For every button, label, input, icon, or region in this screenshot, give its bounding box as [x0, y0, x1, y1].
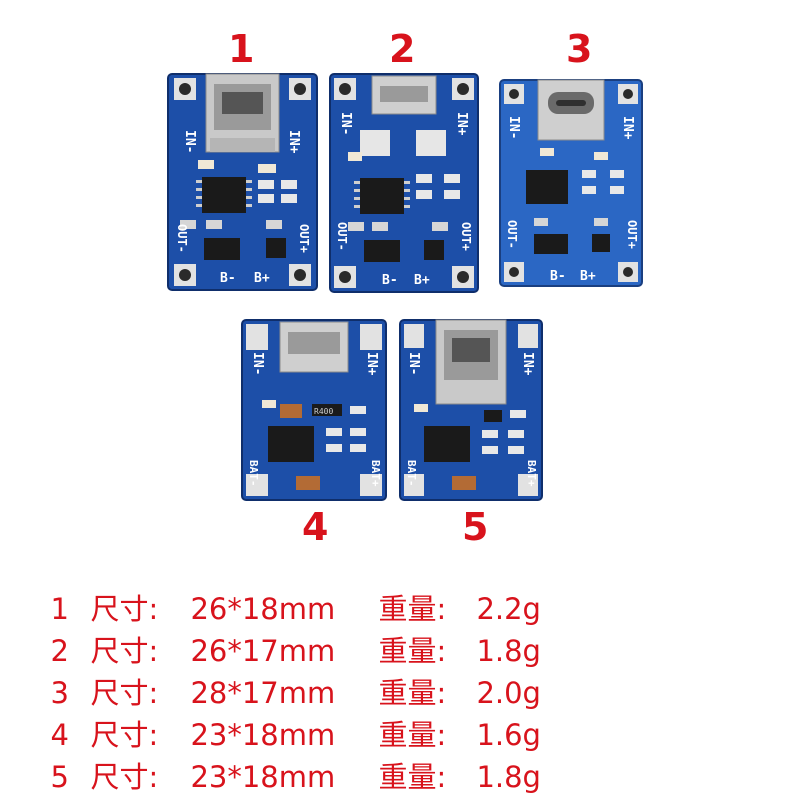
spec-weight-value: 1.6g	[476, 718, 541, 752]
spec-weight-label: 重量:	[378, 760, 447, 794]
spec-line-3: 3 尺寸: 28*17mm 重量: 2.0g	[32, 650, 541, 708]
spec-index: 3	[50, 676, 69, 710]
spec-size-label: 尺寸:	[90, 760, 159, 794]
board-2-label-out-minus: OUT-	[335, 222, 349, 251]
spec-index: 2	[50, 634, 69, 668]
board-number-4: 4	[302, 505, 329, 549]
board-3-label-in-plus: IN+	[620, 116, 635, 140]
board-4-photo: IN- IN+ R400 BAT- BAT+	[240, 318, 388, 502]
board-3-pcb: IN- IN+ OUT- OUT+ B- B+	[499, 79, 643, 287]
spec-size-label: 尺寸:	[90, 718, 159, 752]
spec-weight-value: 1.8g	[476, 634, 541, 668]
spec-line-4: 4 尺寸: 23*18mm 重量: 1.6g	[32, 692, 541, 750]
board-2-label-in-plus: IN+	[454, 112, 469, 136]
board-3-label-in-minus: IN-	[506, 116, 521, 139]
spec-size-value: 28*17mm	[190, 676, 336, 710]
spec-weight-label: 重量:	[378, 634, 447, 668]
board-5-label-bat-minus: BAT-	[405, 460, 418, 487]
spec-size-label: 尺寸:	[90, 676, 159, 710]
spec-weight-value: 2.2g	[476, 592, 541, 626]
board-2-label-b-plus: B+	[414, 273, 430, 288]
board-2-photo: IN- IN+ OUT- OUT+ B- B+	[328, 72, 480, 294]
spec-line-5: 5 尺寸: 23*18mm 重量: 1.8g	[32, 734, 541, 792]
board-4-label-bat-minus: BAT-	[247, 460, 260, 487]
board-1-pcb: IN- IN+ OUT- OUT+ B- B+	[167, 73, 318, 291]
board-1-label-in-plus: IN+	[286, 130, 301, 154]
board-2-label-in-minus: IN-	[338, 112, 353, 135]
spec-index: 5	[50, 760, 69, 794]
board-4-pcb: IN- IN+ R400 BAT- BAT+	[241, 319, 387, 501]
board-3-label-out-minus: OUT-	[505, 220, 519, 249]
spec-size-label: 尺寸:	[90, 592, 159, 626]
spec-weight-label: 重量:	[378, 718, 447, 752]
board-5-photo: IN- IN+ BAT- BAT+	[398, 318, 544, 502]
spec-size-value: 23*18mm	[190, 760, 336, 794]
board-2-label-out-plus: OUT+	[459, 222, 473, 251]
spec-weight-label: 重量:	[378, 676, 447, 710]
spec-index: 1	[50, 592, 69, 626]
board-4-label-in-plus: IN+	[364, 352, 379, 376]
board-1-label-in-minus: IN-	[182, 130, 197, 153]
board-1-photo: IN- IN+ OUT- OUT+ B- B+	[166, 72, 319, 292]
board-4-resistor-label: R400	[314, 407, 333, 416]
spec-size-value: 26*18mm	[190, 592, 336, 626]
board-4-label-in-minus: IN-	[250, 352, 265, 375]
spec-index: 4	[50, 718, 69, 752]
board-number-5: 5	[462, 505, 489, 549]
spec-size-value: 23*18mm	[190, 718, 336, 752]
board-5-label-bat-plus: BAT+	[525, 460, 538, 487]
board-5-label-in-plus: IN+	[520, 352, 535, 376]
spec-size-value: 26*17mm	[190, 634, 336, 668]
spec-weight-value: 1.8g	[476, 760, 541, 794]
spec-weight-label: 重量:	[378, 592, 447, 626]
board-number-3: 3	[566, 27, 593, 71]
board-number-1: 1	[228, 27, 255, 71]
board-3-label-b-plus: B+	[580, 269, 596, 284]
board-3-label-b-minus: B-	[550, 269, 566, 284]
board-2-label-b-minus: B-	[382, 273, 398, 288]
board-3-photo: IN- IN+ OUT- OUT+ B- B+	[498, 78, 644, 288]
board-1-label-out-plus: OUT+	[297, 224, 311, 253]
board-2-pcb: IN- IN+ OUT- OUT+ B- B+	[329, 73, 479, 293]
board-3-label-out-plus: OUT+	[625, 220, 639, 249]
spec-line-1: 1 尺寸: 26*18mm 重量: 2.2g	[32, 566, 541, 624]
board-4-label-bat-plus: BAT+	[369, 460, 382, 487]
spec-line-2: 2 尺寸: 26*17mm 重量: 1.8g	[32, 608, 541, 666]
spec-weight-value: 2.0g	[476, 676, 541, 710]
board-1-label-b-minus: B-	[220, 271, 236, 286]
spec-size-label: 尺寸:	[90, 634, 159, 668]
board-5-label-in-minus: IN-	[406, 352, 421, 375]
board-5-pcb: IN- IN+ BAT- BAT+	[399, 319, 543, 501]
board-number-2: 2	[389, 27, 416, 71]
board-1-label-out-minus: OUT-	[175, 224, 189, 253]
board-1-label-b-plus: B+	[254, 271, 270, 286]
